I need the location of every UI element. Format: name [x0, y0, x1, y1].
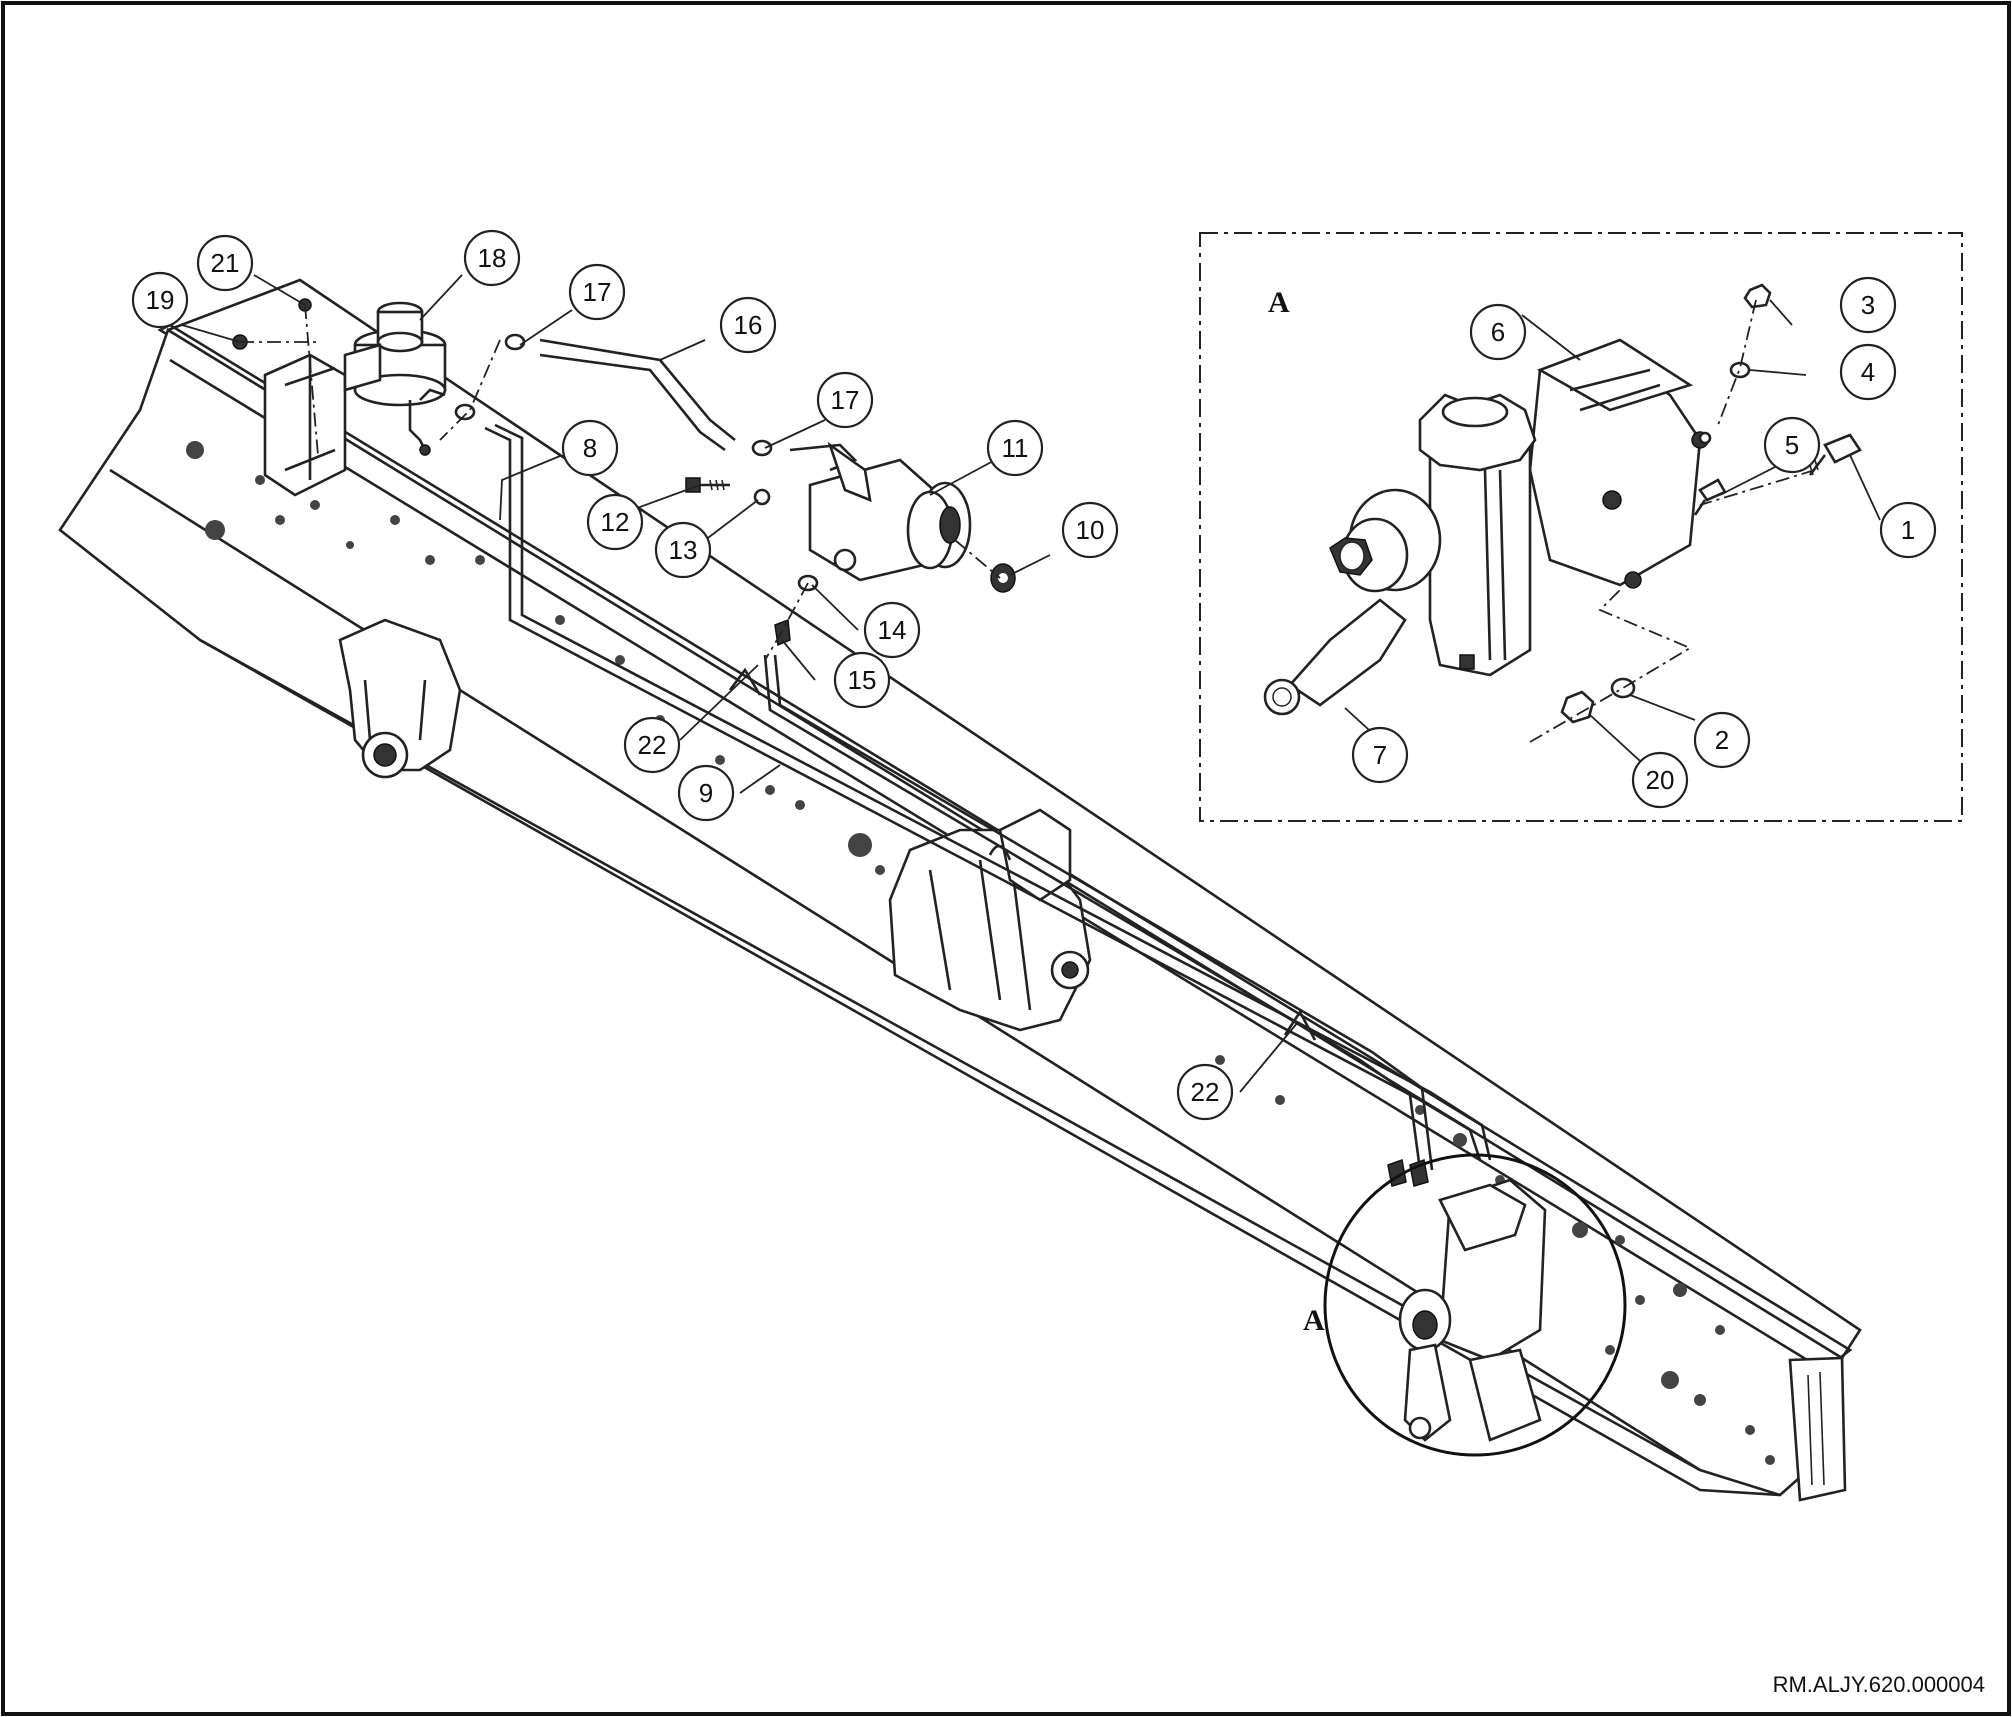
- oil-reservoir: [343, 301, 447, 456]
- svg-text:8: 8: [583, 433, 597, 463]
- washer-4: [1729, 361, 1751, 379]
- sector-shaft: [1329, 488, 1442, 593]
- svg-text:7: 7: [1373, 740, 1387, 770]
- callout-2: 2: [1693, 711, 1751, 769]
- svg-text:16: 16: [734, 310, 763, 340]
- washer-17-upper: [504, 333, 526, 351]
- callout-14: 14: [863, 601, 921, 659]
- callout-17-lower: 17: [816, 371, 874, 429]
- callout-13: 13: [654, 521, 712, 579]
- svg-text:22: 22: [1191, 1077, 1220, 1107]
- svg-text:1: 1: [1901, 515, 1915, 545]
- detail-marker-label: A: [1303, 1304, 1325, 1337]
- callout-16: 16: [719, 296, 777, 354]
- callout-8: 8: [561, 419, 619, 477]
- assembly-line-21: [304, 304, 319, 456]
- detail-view-a: [1199, 232, 1963, 822]
- drawing-reference-code: RM.ALJY.620.000004: [1773, 1672, 1985, 1697]
- svg-text:5: 5: [1785, 430, 1799, 460]
- return-hose-16: [539, 338, 736, 442]
- washer-2: [1610, 677, 1636, 699]
- svg-text:21: 21: [211, 248, 240, 278]
- callout-6: 6: [1469, 303, 1527, 361]
- callout-3: 3: [1839, 276, 1897, 334]
- svg-text:14: 14: [878, 615, 907, 645]
- callout-11: 11: [986, 419, 1044, 477]
- washer-reservoir: [454, 403, 476, 421]
- hydraulic-pipes: [484, 423, 1492, 1187]
- bolt-12: [685, 477, 730, 493]
- washer-13: [753, 488, 771, 506]
- detail-view-label: A: [1268, 286, 1290, 319]
- svg-text:22: 22: [638, 730, 667, 760]
- steering-gear-box-6: [1528, 338, 1712, 589]
- rear-spring-hanger: [338, 618, 462, 779]
- callout-1: 1: [1879, 501, 1937, 559]
- nut-20: [1560, 690, 1595, 724]
- callout-21: 21: [196, 234, 254, 292]
- svg-text:11: 11: [1002, 433, 1029, 463]
- svg-text:18: 18: [478, 243, 507, 273]
- rail-end-cap: [1788, 1356, 1847, 1502]
- leader-lines: [181, 274, 1881, 1093]
- steering-pump: [789, 441, 972, 582]
- callout-15: 15: [833, 651, 891, 709]
- svg-text:20: 20: [1646, 765, 1675, 795]
- callout-18: 18: [463, 229, 521, 287]
- svg-text:12: 12: [601, 507, 630, 537]
- callout-9: 9: [677, 764, 735, 822]
- bolt-5: [1693, 478, 1727, 516]
- svg-text:19: 19: [146, 285, 175, 315]
- callout-19: 19: [131, 271, 189, 329]
- crossmember-bracket: [263, 353, 347, 497]
- gear-input-housing: [1418, 393, 1537, 677]
- callout-4: 4: [1839, 343, 1897, 401]
- callout-22-lower: 22: [1176, 1063, 1234, 1121]
- callout-12: 12: [586, 493, 644, 551]
- svg-text:13: 13: [669, 535, 698, 565]
- callout-17-upper: 17: [568, 263, 626, 321]
- pitman-arm-7: [1263, 598, 1407, 716]
- callout-22-upper: 22: [623, 716, 681, 774]
- callout-20: 20: [1631, 751, 1689, 809]
- svg-text:15: 15: [848, 665, 877, 695]
- detail-circle-a: [1323, 1153, 1627, 1457]
- detail-view-frame: [1199, 232, 1963, 822]
- svg-text:17: 17: [583, 277, 612, 307]
- callout-10: 10: [1061, 501, 1119, 559]
- callout-7: 7: [1351, 726, 1409, 784]
- svg-text:10: 10: [1076, 515, 1105, 545]
- svg-text:6: 6: [1491, 317, 1505, 347]
- svg-text:9: 9: [699, 778, 713, 808]
- nut-3: [1743, 283, 1772, 309]
- svg-text:2: 2: [1715, 725, 1729, 755]
- callout-5: 5: [1763, 416, 1821, 474]
- pulley-nut-10: [990, 563, 1016, 593]
- svg-text:17: 17: [831, 385, 860, 415]
- washer-17-lower: [751, 439, 773, 457]
- rail-holes: [186, 441, 1775, 1465]
- svg-text:4: 4: [1861, 357, 1875, 387]
- svg-text:3: 3: [1861, 290, 1875, 320]
